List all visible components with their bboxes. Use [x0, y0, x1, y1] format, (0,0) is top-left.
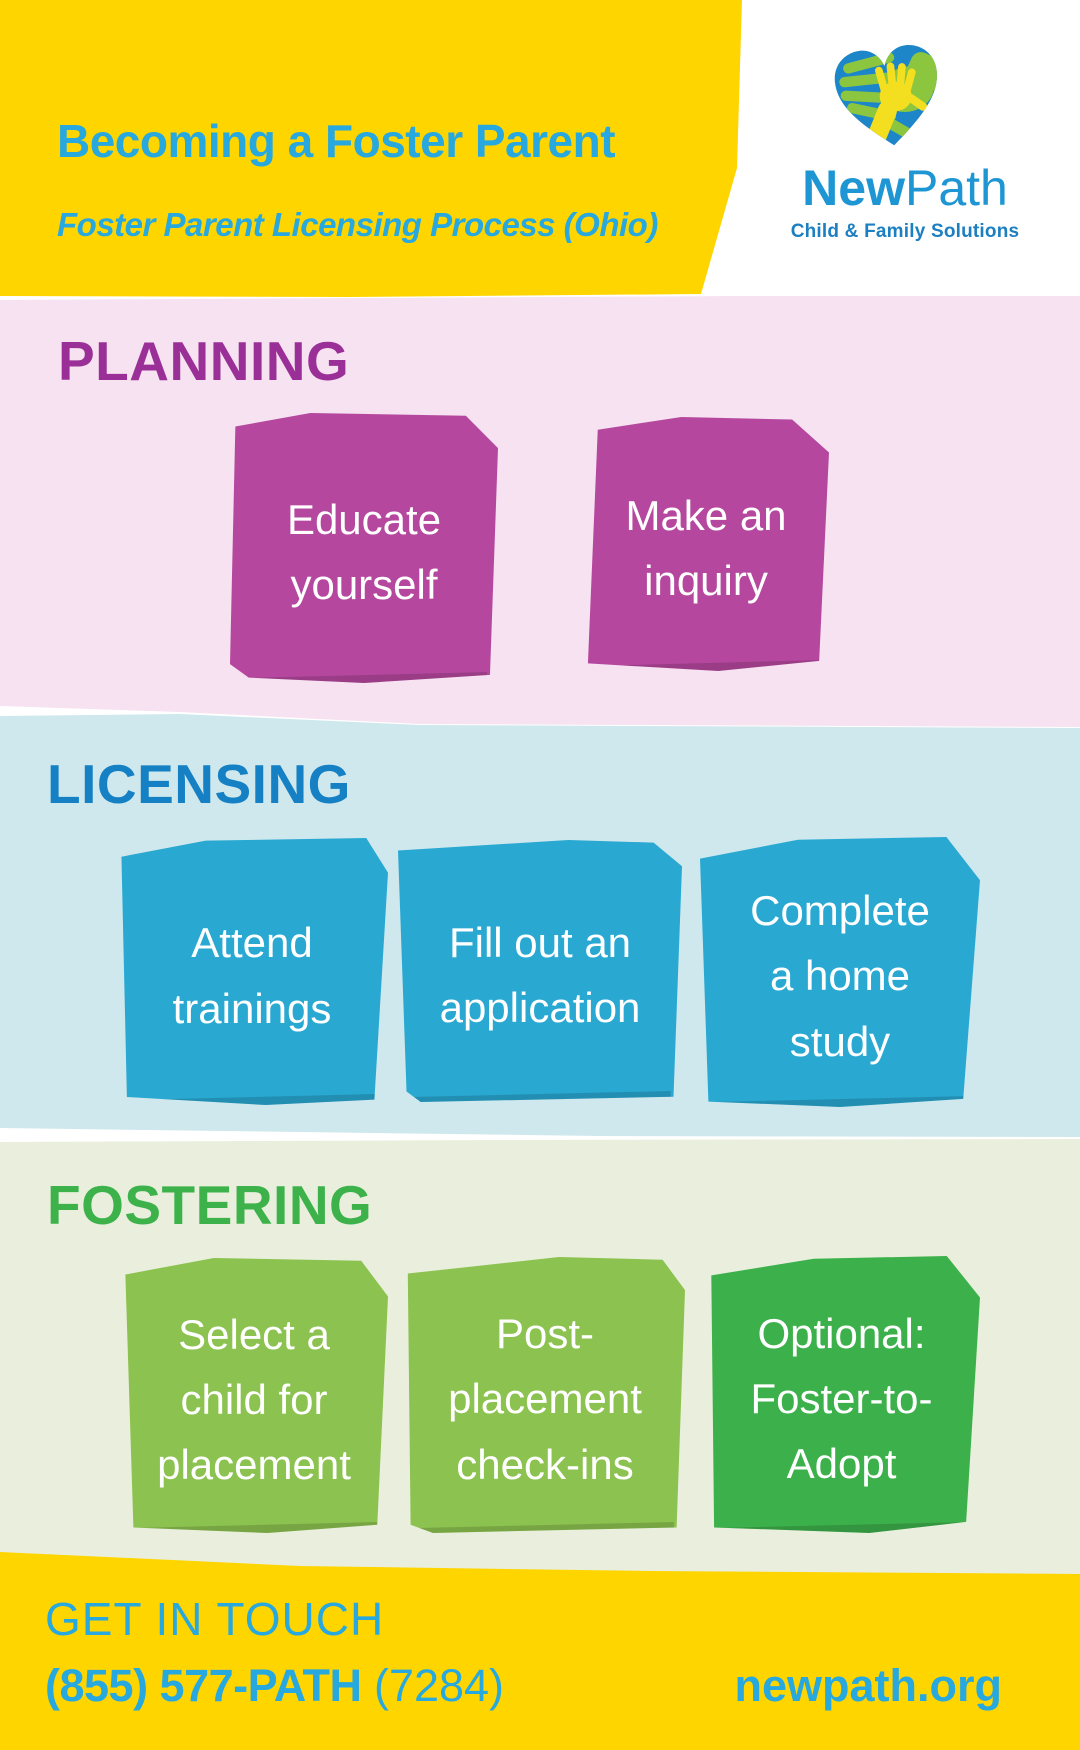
fostering-heading: FOSTERING [47, 1174, 373, 1236]
phone-number: (855) 577-PATH (7284) [45, 1660, 504, 1712]
brand-name-light: Path [904, 160, 1008, 216]
get-in-touch-heading: GET IN TOUCH [45, 1593, 385, 1645]
licensing-heading: LICENSING [47, 753, 351, 815]
newpath-logo: NewPath Child & Family Solutions [740, 160, 1070, 243]
website-link: newpath.org [734, 1660, 1003, 1711]
note-make-an-inquiry: Make an inquiry [587, 417, 829, 671]
phone-number-main: (855) 577-PATH [45, 1660, 362, 1711]
header-banner [0, 0, 742, 297]
note-select-child: Select a child for placement [125, 1258, 388, 1533]
brand-tagline: Child & Family Solutions [790, 220, 1020, 242]
note-educate-yourself: Educate yourself [230, 413, 498, 683]
heart-hands-icon [834, 45, 946, 152]
planning-heading: PLANNING [58, 330, 350, 392]
note-complete-home-study: Complete a home study [700, 837, 980, 1107]
footer-banner [0, 1552, 1080, 1750]
brand-name-bold: New [802, 160, 905, 216]
note-attend-trainings: Attend trainings [121, 838, 388, 1105]
note-optional-foster-to-adopt: Optional: Foster-to- Adopt [711, 1256, 980, 1533]
note-fill-out-application: Fill out an application [398, 840, 682, 1102]
planning-section-background [0, 296, 1080, 727]
brand-name: NewPath [740, 160, 1070, 218]
poster-subtitle: Foster Parent Licensing Process (Ohio) [57, 206, 658, 243]
phone-number-mnemonic: (7284) [373, 1660, 505, 1711]
note-post-placement-checkins: Post- placement check-ins [407, 1257, 685, 1533]
poster-title: Becoming a Foster Parent [57, 115, 616, 167]
